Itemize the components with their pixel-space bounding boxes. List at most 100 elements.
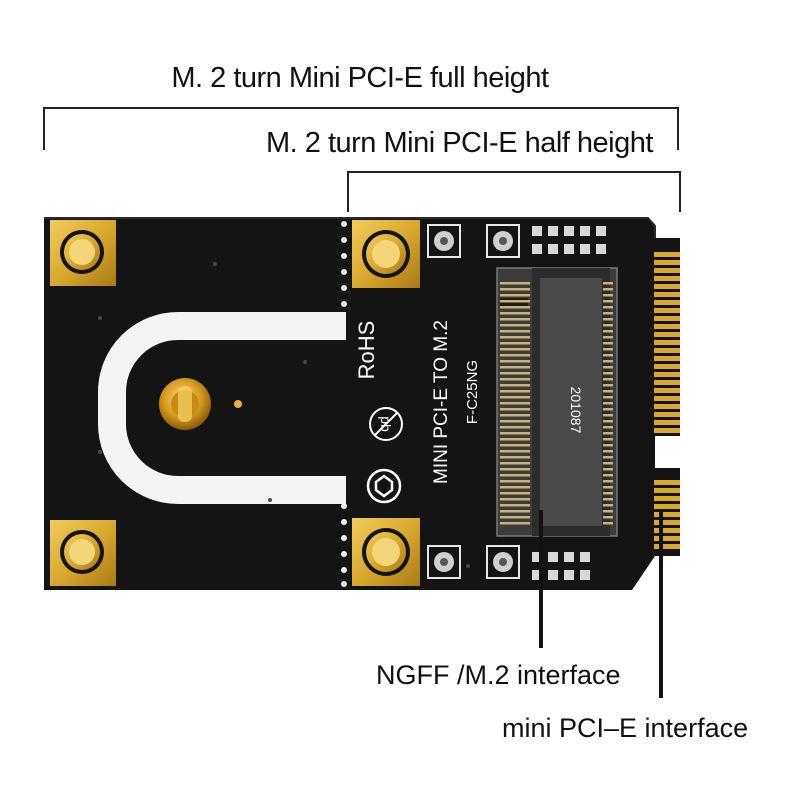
pb-free-icon: pb <box>369 407 403 441</box>
connector-pin <box>500 522 530 525</box>
connector-pin <box>500 390 530 393</box>
pcb-vias <box>98 262 470 568</box>
connector-pin <box>603 498 613 501</box>
connector-pin <box>500 360 530 363</box>
connector-pin <box>603 300 613 303</box>
connector-code: 201087 <box>568 387 584 434</box>
connector-pin <box>603 288 613 291</box>
half-height-bracket <box>347 171 681 212</box>
gold-finger <box>654 292 680 297</box>
connector-pin <box>500 372 530 375</box>
product-name: MINI PCI-E TO M.2 <box>431 320 452 484</box>
connector-pin <box>603 504 613 507</box>
connector-pin <box>603 420 613 423</box>
gold-finger <box>654 380 680 385</box>
connector-pin <box>603 474 613 477</box>
minipcie-gold-fingers-upper <box>654 252 680 433</box>
connector-pin <box>500 498 530 501</box>
connector-pin <box>500 504 530 507</box>
connector-pin <box>603 492 613 495</box>
connector-pin <box>603 468 613 471</box>
mounting-pad-bottom-left <box>50 520 116 586</box>
gold-finger <box>654 488 680 493</box>
connector-pin <box>500 282 530 285</box>
connector-pin <box>603 354 613 357</box>
perforation-dots <box>341 221 347 587</box>
connector-pin <box>500 516 530 519</box>
connector-pin <box>500 492 530 495</box>
gold-finger <box>654 544 680 549</box>
connector-pin <box>500 312 530 315</box>
mounting-pad-top-right <box>352 220 420 288</box>
connector-pin <box>603 456 613 459</box>
u-slot-silkscreen <box>98 312 346 504</box>
gold-finger <box>654 300 680 305</box>
connector-pin <box>603 450 613 453</box>
gold-finger <box>654 252 680 257</box>
ngff-interface-label: NGFF /M.2 interface <box>376 660 621 690</box>
connector-pin <box>603 336 613 339</box>
connector-pin <box>603 444 613 447</box>
gold-finger <box>654 404 680 409</box>
connector-pin <box>603 486 613 489</box>
connector-pin <box>500 456 530 459</box>
gold-finger <box>654 496 680 501</box>
gold-finger <box>654 340 680 345</box>
connector-pin <box>500 366 530 369</box>
gold-finger <box>654 348 680 353</box>
gold-finger <box>654 528 680 533</box>
logo-icon <box>366 468 402 504</box>
connector-pin <box>603 516 613 519</box>
connector-pin <box>603 432 613 435</box>
connector-pin <box>500 462 530 465</box>
m2-connector: 201087 <box>496 267 618 537</box>
gold-finger <box>654 332 680 337</box>
half-height-label: M. 2 turn Mini PCI-E half height <box>266 127 653 159</box>
connector-pin <box>603 396 613 399</box>
antenna-connector-bottom-2 <box>486 545 520 579</box>
mounting-pad-bottom-right <box>352 518 420 586</box>
connector-pin <box>500 444 530 447</box>
connector-pin <box>603 438 613 441</box>
connector-pin <box>500 510 530 513</box>
connector-pin <box>500 486 530 489</box>
connector-pin <box>500 342 530 345</box>
gold-finger <box>654 324 680 329</box>
connector-pin <box>500 396 530 399</box>
antenna-connector-top-2 <box>486 224 520 258</box>
gold-finger <box>654 260 680 265</box>
minipcie-interface-label: mini PCI–E interface <box>502 713 749 743</box>
connector-pin <box>603 324 613 327</box>
gold-finger <box>654 420 680 425</box>
gold-finger <box>654 268 680 273</box>
connector-pin <box>500 288 530 291</box>
connector-pin <box>500 330 530 333</box>
gold-finger <box>654 536 680 541</box>
rohs-mark: RoHS <box>354 321 379 380</box>
connector-pin <box>500 420 530 423</box>
connector-pin <box>500 432 530 435</box>
gold-finger <box>654 412 680 417</box>
connector-pin <box>500 402 530 405</box>
connector-pin <box>603 294 613 297</box>
antenna-connector-top-1 <box>427 224 461 258</box>
gold-finger <box>654 316 680 321</box>
connector-pin <box>603 462 613 465</box>
gold-finger <box>654 428 680 433</box>
connector-pin <box>500 354 530 357</box>
gold-finger <box>654 276 680 281</box>
connector-pin <box>500 294 530 297</box>
connector-pin <box>500 408 530 411</box>
connector-pin <box>603 318 613 321</box>
gold-finger <box>654 284 680 289</box>
connector-pin <box>500 384 530 387</box>
pb-mark: pb <box>378 416 394 432</box>
m2-connector-pins-right <box>603 282 613 525</box>
connector-pin <box>500 300 530 303</box>
connector-pin <box>603 342 613 345</box>
gold-finger <box>654 396 680 401</box>
connector-pin <box>603 366 613 369</box>
antenna-connector-bottom-1 <box>427 545 461 579</box>
connector-pin <box>603 384 613 387</box>
connector-pin <box>603 408 613 411</box>
